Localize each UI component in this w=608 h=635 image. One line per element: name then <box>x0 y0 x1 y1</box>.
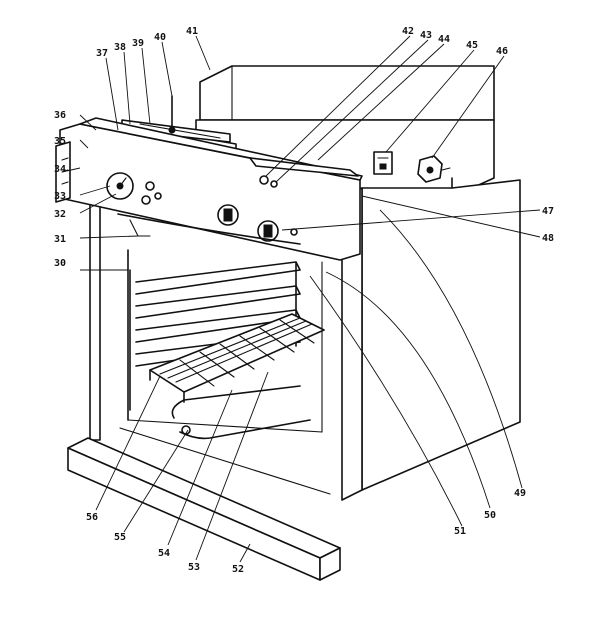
part-labels: 30 31 32 33 34 35 36 37 38 39 40 41 42 4… <box>54 26 554 575</box>
label-36: 36 <box>54 110 66 121</box>
oven-rack <box>149 313 325 403</box>
label-52: 52 <box>232 564 244 575</box>
label-33: 33 <box>54 191 66 202</box>
label-55: 55 <box>114 532 126 543</box>
label-56: 56 <box>86 512 98 523</box>
oven-cabinet-side <box>361 177 521 491</box>
label-35: 35 <box>54 136 66 147</box>
label-54: 54 <box>158 548 170 559</box>
label-51: 51 <box>454 526 466 537</box>
label-34: 34 <box>54 164 66 175</box>
label-46: 46 <box>496 46 508 57</box>
oven-cavity <box>119 249 331 495</box>
component-45 <box>373 151 393 175</box>
component-46 <box>417 155 451 183</box>
front-frame <box>89 141 363 501</box>
label-30: 30 <box>54 258 66 269</box>
label-45: 45 <box>466 40 478 51</box>
label-50: 50 <box>484 510 496 521</box>
label-39: 39 <box>132 38 144 49</box>
label-37: 37 <box>96 48 108 59</box>
label-40: 40 <box>154 32 166 43</box>
label-43: 43 <box>420 30 432 41</box>
bottom-trim <box>67 437 341 581</box>
control-panel <box>55 117 363 261</box>
label-41: 41 <box>186 26 198 37</box>
label-48: 48 <box>542 233 554 244</box>
label-47: 47 <box>542 206 554 217</box>
label-44: 44 <box>438 34 450 45</box>
label-31: 31 <box>54 234 66 245</box>
bake-element <box>171 385 311 440</box>
label-49: 49 <box>514 488 526 499</box>
label-38: 38 <box>114 42 126 53</box>
label-42: 42 <box>402 26 414 37</box>
leader-lines <box>61 35 541 563</box>
label-53: 53 <box>188 562 200 573</box>
label-32: 32 <box>54 209 66 220</box>
